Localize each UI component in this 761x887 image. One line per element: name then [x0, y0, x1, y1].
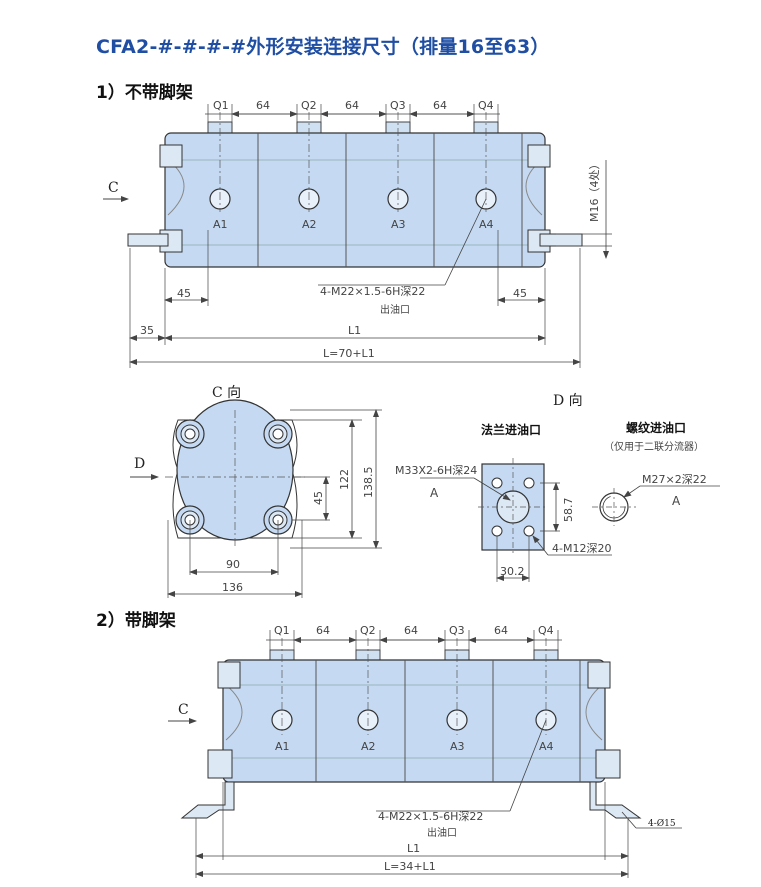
view-c-marker: C: [178, 702, 189, 718]
thread-port-view: [592, 485, 720, 526]
outlet-label: 出油口: [380, 303, 410, 316]
outlet-label-a2: A2: [302, 218, 317, 231]
section-heading-no-foot: 1）不带脚架: [96, 83, 193, 103]
dim-122: 122: [338, 469, 351, 490]
pitch-dimensions-top: [205, 104, 500, 124]
outlet-label-a2: A2: [361, 740, 376, 753]
dim-30-2: 30.2: [500, 565, 525, 578]
end-view-c: [165, 399, 382, 598]
port-label-q2: Q2: [360, 624, 376, 637]
outlet-holes-with-foot: [271, 638, 557, 735]
outlet-thread-label: 4-M22×1.5-6H深22: [378, 810, 483, 823]
dim-45-right: 45: [513, 287, 527, 300]
thread-inlet-title: 螺纹进油口: [626, 420, 686, 435]
pump-body-no-foot: [127, 121, 583, 268]
dim-138-5: 138.5: [362, 467, 375, 499]
thread-inlet-note: （仅用于二联分流器）: [604, 440, 704, 453]
dim-58-7: 58.7: [562, 498, 575, 523]
pitch-label: 64: [256, 99, 270, 112]
stud-thread-label: M16（4处）: [588, 159, 601, 223]
port-label-q1: Q1: [213, 99, 229, 112]
pitch-dimensions-bottom: [266, 630, 562, 652]
thread-a-label: A: [672, 494, 681, 508]
port-label-q4: Q4: [478, 99, 494, 112]
outlet-label-a3: A3: [450, 740, 465, 753]
dim-45-vertical: 45: [312, 491, 325, 505]
outlet-label-a3: A3: [391, 218, 406, 231]
view-c-marker: C: [108, 180, 119, 196]
section-heading-with-foot: 2）带脚架: [96, 611, 176, 631]
dim-l1: L1: [348, 324, 361, 337]
port-label-q4: Q4: [538, 624, 554, 637]
dim-l-total: L=70+L1: [323, 347, 375, 360]
bolt-thread-label: 4-M12深20: [552, 542, 611, 555]
outlet-label-a1: A1: [275, 740, 290, 753]
port-label-q3: Q3: [390, 99, 406, 112]
dim-l-total: L=34+L1: [384, 860, 436, 873]
outlet-label-a1: A1: [213, 218, 228, 231]
pitch-label: 64: [404, 624, 418, 637]
page-title: CFA2-#-#-#-#外形安装连接尺寸（排量16至63）: [96, 36, 550, 58]
foot-hole-label: 4-Ø15: [648, 818, 676, 829]
flange-port-view: [420, 458, 612, 582]
port-label-q1: Q1: [274, 624, 290, 637]
flange-inlet-title: 法兰进油口: [481, 422, 541, 437]
dim-45-left: 45: [177, 287, 191, 300]
outlet-thread-label: 4-M22×1.5-6H深22: [320, 285, 425, 298]
port-label-q2: Q2: [301, 99, 317, 112]
dim-136: 136: [222, 581, 243, 594]
view-d-marker: D: [134, 456, 145, 472]
port-label-q3: Q3: [449, 624, 465, 637]
flange-a-label: A: [430, 486, 439, 500]
pitch-label: 64: [316, 624, 330, 637]
pitch-label: 64: [345, 99, 359, 112]
thread-port-label: M27×2深22: [642, 473, 707, 486]
outlet-label-a4: A4: [539, 740, 554, 753]
flange-thread-label: M33X2-6H深24: [395, 464, 477, 477]
dim-35: 35: [140, 324, 154, 337]
pitch-label: 64: [494, 624, 508, 637]
length-dimensions-with-foot: [195, 782, 629, 878]
pitch-label: 64: [433, 99, 447, 112]
view-d-title: D 向: [553, 393, 583, 409]
pump-body-with-foot: [180, 649, 642, 819]
dim-l1: L1: [407, 842, 420, 855]
outlet-label: 出油口: [427, 826, 457, 839]
view-c-title: C 向: [212, 385, 241, 401]
dim-90: 90: [226, 558, 240, 571]
outlet-label-a4: A4: [479, 218, 494, 231]
length-dimensions-no-foot: [129, 230, 581, 368]
